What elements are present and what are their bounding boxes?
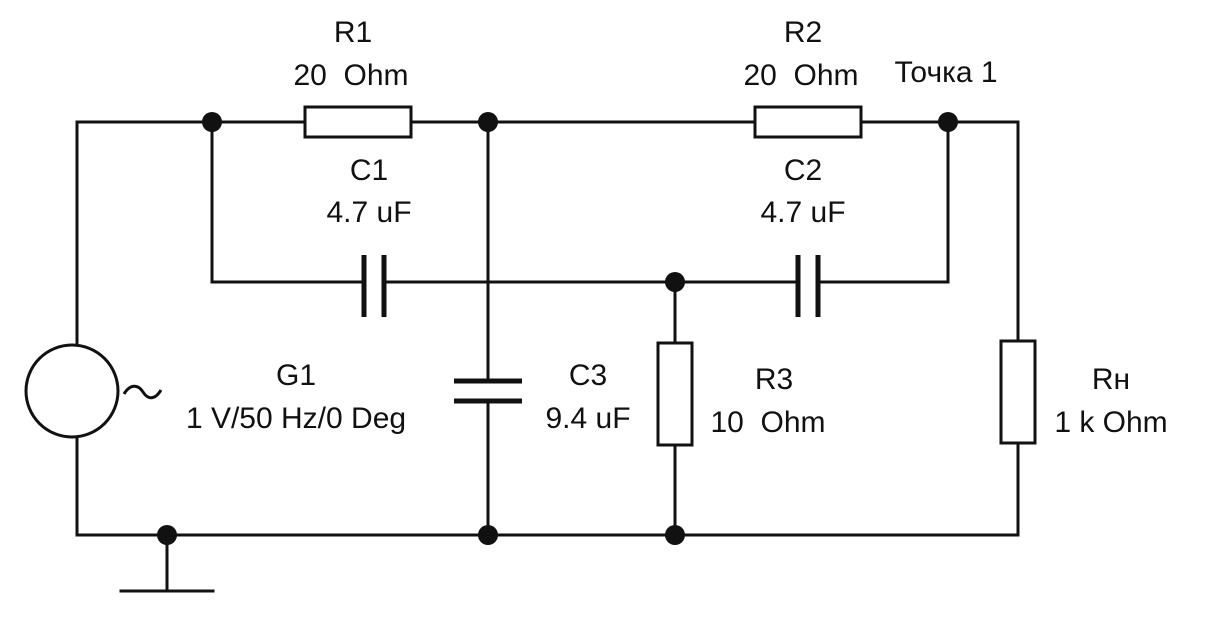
resistor-r3 — [656, 341, 694, 447]
capacitor-c3 — [454, 378, 522, 404]
c3-name: C3 — [569, 359, 607, 392]
resistor-r1 — [303, 105, 413, 139]
r1-name: R1 — [334, 16, 372, 49]
capacitor-c1 — [361, 255, 387, 317]
wires — [75, 120, 1020, 593]
r1-value: 20 Ohm — [293, 59, 408, 92]
g1-value: 1 V/50 Hz/0 Deg — [186, 402, 406, 435]
g1-name: G1 — [276, 359, 316, 392]
c2-name: C2 — [784, 154, 822, 187]
c1-name: C1 — [350, 154, 388, 187]
c1-value: 4.7 uF — [326, 196, 411, 229]
c3-value: 9.4 uF — [545, 402, 630, 435]
r3-name: R3 — [755, 363, 793, 396]
r2-name: R2 — [784, 16, 822, 49]
resistor-r2 — [753, 105, 863, 139]
node-top-left — [202, 112, 222, 132]
c2-value: 4.7 uF — [760, 196, 845, 229]
r2-value: 20 Ohm — [743, 59, 858, 92]
source-tilde-icon — [122, 384, 163, 400]
rn-name: Rн — [1092, 363, 1130, 396]
r3-value: 10 Ohm — [710, 406, 825, 439]
node-bottom-r3 — [665, 525, 685, 545]
capacitor-c2 — [795, 255, 821, 317]
node-bottom-ground — [157, 525, 177, 545]
point1-label: Точка 1 — [894, 56, 997, 89]
node-center — [665, 272, 685, 292]
rn-value: 1 k Ohm — [1054, 406, 1167, 439]
source-circle — [24, 343, 120, 439]
junction-nodes — [157, 112, 958, 545]
ac-voltage-source-icon — [24, 343, 163, 439]
resistor-rn — [999, 339, 1037, 445]
node-point1 — [938, 112, 958, 132]
node-top-mid — [478, 112, 498, 132]
node-bottom-c3 — [478, 525, 498, 545]
